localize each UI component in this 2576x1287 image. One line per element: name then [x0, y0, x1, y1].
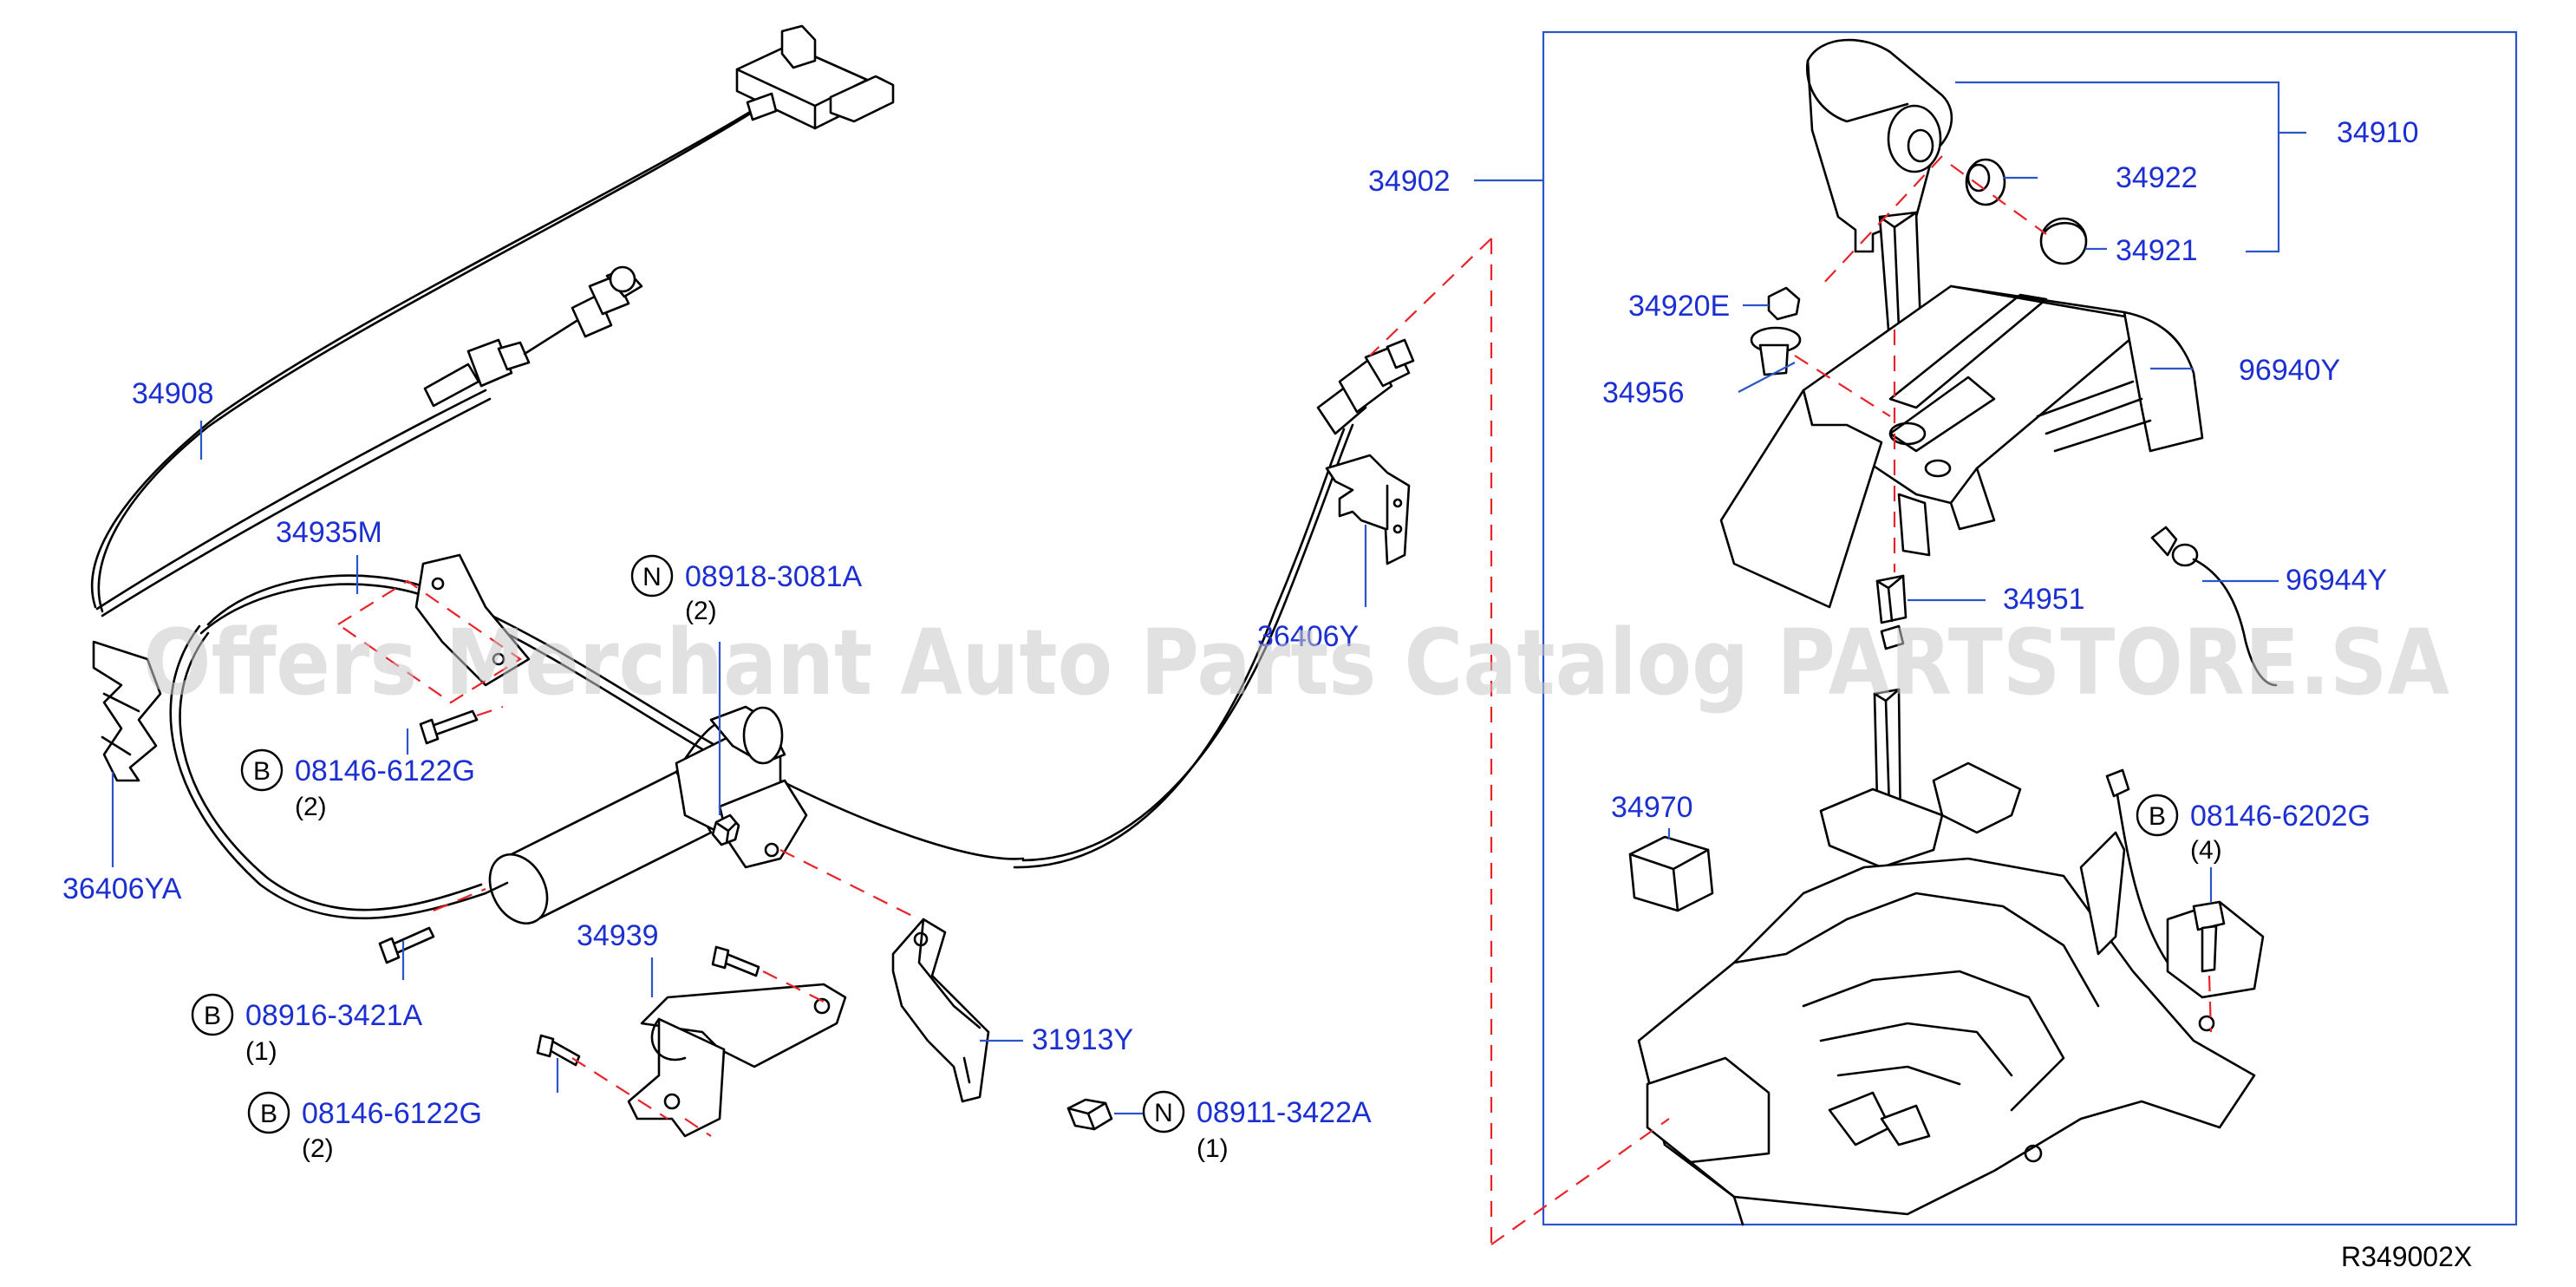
leader-lines — [111, 81, 2306, 1115]
bolt-08146-6122G-lower-a — [711, 945, 760, 977]
detent-34951 — [1875, 574, 1908, 650]
fastener-label-08146-6122G-upper: B 08146-6122G (2) — [240, 748, 475, 821]
clip-36406YA — [92, 640, 162, 782]
svg-text:B: B — [2149, 802, 2166, 831]
svg-text:B: B — [253, 757, 271, 786]
bracket-31913Y — [891, 918, 990, 1103]
svg-text:(1): (1) — [1197, 1134, 1229, 1163]
svg-text:(2): (2) — [295, 793, 327, 821]
label-34951: 34951 — [2003, 583, 2085, 616]
bolt-08146-6122G-lower-b — [536, 1034, 581, 1067]
assembly-box — [1542, 30, 2518, 1226]
watermark: Offers Merchant Auto Parts Catalog PARTS… — [143, 610, 2449, 715]
shifter-base — [1637, 688, 2265, 1226]
bolt-08146-6202G — [2192, 900, 2226, 973]
console-cover-96940Y — [1719, 284, 2204, 609]
label-34970: 34970 — [1611, 791, 1693, 824]
cap-34922 — [1965, 158, 2006, 206]
svg-text:08146-6122G: 08146-6122G — [295, 755, 475, 787]
label-34908: 34908 — [132, 377, 214, 410]
label-34956: 34956 — [1602, 376, 1685, 409]
label-36406YA: 36406YA — [62, 872, 182, 905]
label-34921: 34921 — [2116, 234, 2198, 267]
cap-34921 — [2039, 217, 2088, 265]
clip-36406Y — [1325, 454, 1411, 565]
svg-text:08911-3422A: 08911-3422A — [1197, 1096, 1372, 1129]
label-31913Y: 31913Y — [1032, 1023, 1133, 1056]
cable-cylinder — [484, 705, 808, 924]
fastener-label-08146-6122G-lower: B 08146-6122G (2) — [247, 1091, 482, 1163]
svg-text:(2): (2) — [302, 1134, 334, 1163]
label-36406Y: 36406Y — [1257, 620, 1359, 653]
explode-lines — [336, 155, 2213, 1245]
shift-knob-34910 — [1805, 38, 1953, 331]
label-34920E: 34920E — [1628, 290, 1730, 323]
bracket-34939 — [627, 983, 847, 1138]
nut-08911-3422A — [1066, 1098, 1113, 1131]
svg-text:08146-6202G: 08146-6202G — [2190, 800, 2371, 833]
bulb-socket-96944Y — [2150, 526, 2278, 687]
label-34922: 34922 — [2116, 161, 2198, 194]
svg-text:(1): (1) — [245, 1037, 277, 1066]
label-34935M: 34935M — [276, 516, 382, 549]
label-34939: 34939 — [577, 919, 659, 952]
bolt-08916-3421A — [378, 926, 435, 964]
fastener-label-08146-6202G: B 08146-6202G (4) — [2136, 794, 2371, 865]
svg-text:N: N — [1154, 1099, 1173, 1127]
label-96944Y: 96944Y — [2286, 564, 2387, 597]
reference-code: R349002X — [2341, 1241, 2472, 1272]
button-34956 — [1750, 326, 1802, 376]
label-96940Y: 96940Y — [2239, 354, 2340, 387]
label-34902: 34902 — [1368, 165, 1451, 198]
svg-text:B: B — [260, 1100, 277, 1128]
fastener-label-08916-3421A: B 08916-3421A (1) — [191, 993, 423, 1066]
svg-text:(4): (4) — [2190, 836, 2222, 865]
svg-text:08918-3081A: 08918-3081A — [685, 560, 863, 593]
svg-text:08146-6122G: 08146-6122G — [302, 1097, 482, 1130]
svg-text:B: B — [204, 1002, 221, 1030]
cable-34935M — [169, 338, 1415, 920]
pin-34920E — [1767, 286, 1801, 321]
label-34910: 34910 — [2337, 116, 2419, 149]
cable-assembly-34908 — [90, 24, 895, 617]
bolt-08146-6122G-upper — [419, 709, 479, 745]
svg-text:(2): (2) — [685, 597, 717, 625]
svg-text:08916-3421A: 08916-3421A — [245, 999, 423, 1032]
svg-text:N: N — [642, 563, 662, 591]
module-34970 — [1628, 835, 1714, 912]
fastener-label-08918-3081A: N 08918-3081A (2) — [630, 554, 863, 625]
fastener-label-08911-3422A: N 08911-3422A (1) — [1142, 1090, 1372, 1163]
